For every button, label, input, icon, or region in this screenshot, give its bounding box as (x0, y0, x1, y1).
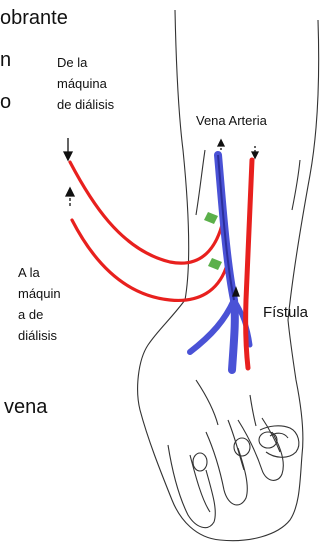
label-fistula: Fístula (263, 305, 308, 320)
cut-text-n: n (0, 50, 11, 70)
cut-text-o: o (0, 92, 11, 112)
label-vena-arteria: Vena Arteria (196, 110, 267, 131)
arrow-down-icon (252, 152, 258, 158)
label-to-machine: A la máquin a de diálisis (18, 262, 61, 346)
label-from-machine-line-1: De la (57, 52, 114, 73)
cut-text-top: obrante (0, 8, 68, 28)
label-to-machine-line-3: a de (18, 304, 61, 325)
needle-clips (204, 212, 222, 270)
label-to-machine-line-2: máquin (18, 283, 61, 304)
label-from-machine: De la máquina de diálisis (57, 52, 114, 115)
dialysis-tubes (70, 162, 226, 300)
arrow-down-icon (64, 152, 72, 160)
arrow-up-icon (218, 140, 224, 146)
tube-to-machine (72, 220, 226, 300)
cut-text-vena: vena (4, 397, 47, 417)
label-from-machine-line-3: de diálisis (57, 94, 114, 115)
tube-from-machine (70, 162, 222, 263)
arrow-up-icon (66, 188, 74, 196)
label-to-machine-line-1: A la (18, 262, 61, 283)
label-to-machine-line-4: diálisis (18, 325, 61, 346)
label-from-machine-line-2: máquina (57, 73, 114, 94)
